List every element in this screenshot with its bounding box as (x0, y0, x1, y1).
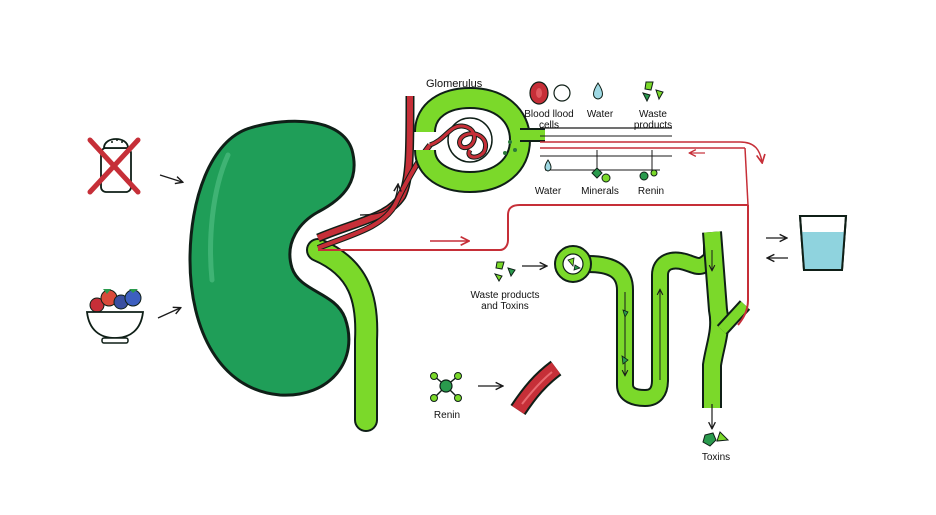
waste-icon (642, 81, 664, 103)
no-salt-shaker-icon (87, 137, 141, 195)
glomerulus-capsule (414, 86, 545, 194)
waste-top-label-line1: Waste (639, 109, 667, 120)
red-blood-cell-icon (529, 81, 571, 105)
toxins-icon (702, 431, 730, 447)
flow-arrow (159, 174, 182, 182)
toxins-label: Toxins (701, 452, 731, 463)
blood-cells-label-line1: Blood llood (524, 109, 574, 120)
nephron-tubule (554, 231, 751, 428)
filtration-lines (540, 127, 762, 206)
glomerulus-label: Glomerulus (426, 78, 483, 90)
ureter (306, 238, 379, 432)
minerals-label: Minerals (581, 186, 619, 197)
fruit-bowl-icon (85, 289, 145, 344)
flow-arrow (157, 308, 180, 319)
water-bottom-label: Water (534, 186, 562, 197)
renin-icon-small (639, 169, 658, 181)
kidney-body (188, 119, 356, 397)
kidney (188, 119, 356, 397)
water-drop-icon (593, 82, 603, 100)
blood-vessel-segment (510, 360, 562, 416)
flow-arrow (359, 185, 398, 216)
water-top-label: Water (586, 109, 614, 120)
minerals-icon (591, 167, 611, 183)
water-drop-icon (544, 159, 552, 172)
waste-top-label-line2: products (633, 120, 673, 131)
waste-toxins-label-line2: and Toxins (481, 301, 529, 312)
waste-toxins-icon (493, 261, 516, 282)
blood-cells-label-line2: cells (538, 120, 560, 131)
renin-bottom-label: Renin (433, 410, 461, 421)
water-glass-icon (798, 215, 848, 271)
waste-toxins-label-line1: Waste products (470, 290, 540, 301)
peritubular-vessel (737, 205, 749, 326)
renin-top-label: Renin (637, 186, 665, 197)
molecule-icon (430, 372, 462, 402)
